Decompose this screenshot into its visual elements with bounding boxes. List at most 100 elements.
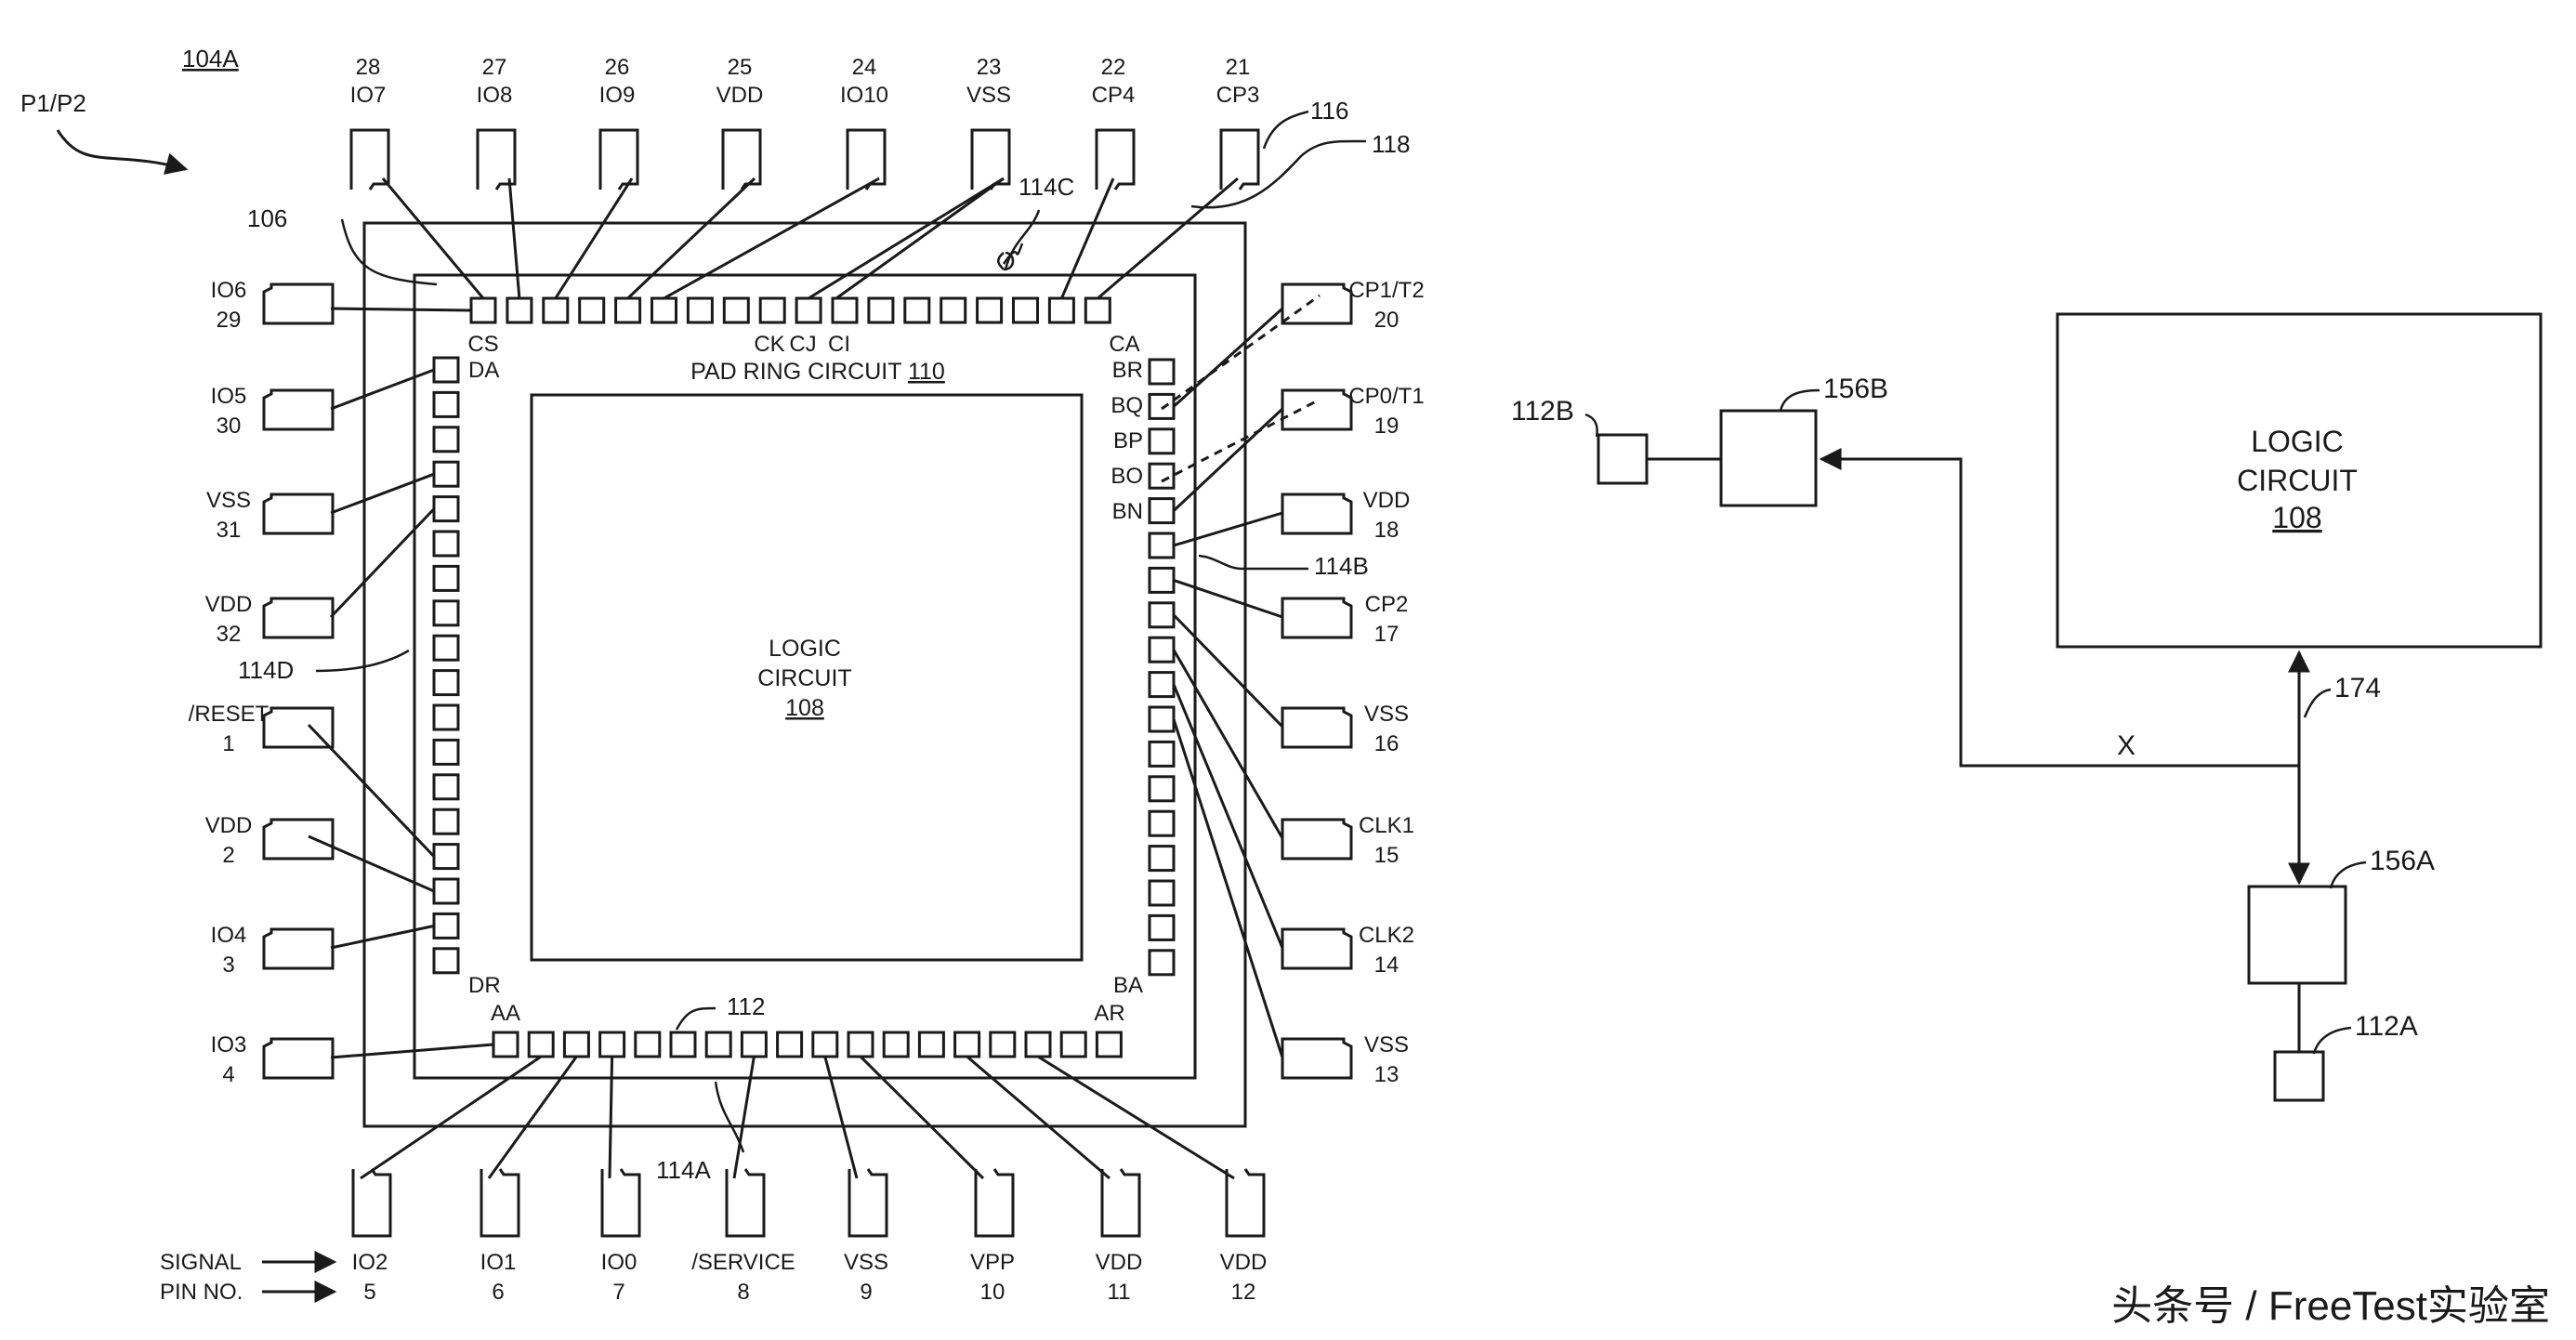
pin-bottom-name-3: /SERVICE bbox=[691, 1250, 795, 1275]
wire-bottom-6 bbox=[966, 1055, 1111, 1180]
pin-top-num-0: 28 bbox=[356, 55, 381, 80]
pin-left-2 bbox=[262, 493, 335, 535]
wire-top-6 bbox=[1060, 177, 1115, 299]
pin-bottom-num-7: 12 bbox=[1231, 1280, 1256, 1305]
pin-left-num-0: 29 bbox=[217, 308, 242, 333]
pin-left-5 bbox=[262, 818, 335, 860]
pad-left-15 bbox=[432, 877, 460, 905]
pin-bottom-4 bbox=[848, 1168, 888, 1238]
core-logic-label: LOGIC bbox=[769, 636, 841, 662]
pin-bottom-num-0: 5 bbox=[363, 1280, 375, 1305]
pad-ring-circuit-label: PAD RING CIRCUIT 110 bbox=[690, 359, 945, 385]
pad-top-5 bbox=[651, 296, 677, 324]
pad-left-1 bbox=[432, 390, 460, 418]
bond-wires bbox=[307, 177, 1284, 1180]
block-logic-label: LOGIC bbox=[2251, 425, 2344, 458]
pad-label-br: BR bbox=[1112, 358, 1143, 383]
pin-left-0 bbox=[262, 282, 335, 325]
pin-top-4 bbox=[846, 128, 887, 190]
pad-right-10 bbox=[1148, 705, 1176, 733]
pin-bottom-6 bbox=[1100, 1168, 1141, 1238]
pin-top-0 bbox=[349, 128, 390, 190]
package-outline bbox=[362, 221, 1247, 1128]
logic-circuit-core bbox=[530, 393, 1084, 962]
callout-106-leader bbox=[340, 218, 438, 286]
pad-ring-ref: 110 bbox=[908, 359, 945, 385]
pin-left-num-3: 32 bbox=[217, 622, 242, 647]
pin-bottom-7 bbox=[1225, 1168, 1266, 1238]
callout-112: 112 bbox=[727, 992, 765, 1020]
pin-right-name-0: CP1/T2 bbox=[1348, 278, 1424, 303]
pin-left-7 bbox=[262, 1037, 335, 1080]
wire-top-1 bbox=[507, 177, 521, 299]
pin-bottom-0 bbox=[351, 1168, 392, 1238]
pin-left-4 bbox=[262, 706, 335, 749]
p1p2-label: P1/P2 bbox=[20, 89, 86, 117]
pin-top-num-5: 23 bbox=[977, 55, 1002, 80]
pad-top-2 bbox=[542, 296, 570, 324]
wire-left-4 bbox=[307, 723, 436, 858]
pad-top-12 bbox=[903, 296, 931, 324]
pad-left-10 bbox=[432, 703, 460, 731]
bond-pads bbox=[432, 296, 1176, 1058]
pad-label-dr: DR bbox=[468, 973, 501, 998]
leader-112b bbox=[1584, 413, 1598, 438]
pad-left-3 bbox=[432, 460, 460, 488]
wire-left-1 bbox=[330, 368, 435, 411]
pin-right-num-5: 15 bbox=[1374, 843, 1400, 868]
pad-label-ck: CK bbox=[754, 332, 784, 357]
wire-bottom-4 bbox=[823, 1056, 859, 1179]
pad-label-ba: BA bbox=[1113, 973, 1143, 998]
p1p2-arrow bbox=[56, 129, 189, 175]
pad-right-6 bbox=[1148, 566, 1176, 594]
pad-bottom-17 bbox=[1095, 1031, 1123, 1058]
label-156a: 156A bbox=[2370, 846, 2435, 876]
core-circuit-label: CIRCUIT bbox=[757, 665, 851, 691]
pad-label-ca: CA bbox=[1109, 332, 1139, 357]
pad-bottom-10 bbox=[847, 1031, 874, 1058]
pin-right-3 bbox=[1281, 597, 1353, 639]
pad-top-17 bbox=[1084, 296, 1111, 324]
core-ref-label: 108 bbox=[785, 695, 824, 721]
pin-top-name-7: CP3 bbox=[1216, 83, 1260, 108]
pin-right-name-2: VDD bbox=[1363, 488, 1411, 513]
pad-top-7 bbox=[722, 296, 750, 324]
pad-left-12 bbox=[432, 773, 460, 801]
pad-bottom-16 bbox=[1059, 1031, 1087, 1058]
wire-bottom-0 bbox=[360, 1055, 543, 1180]
pin-top-num-2: 26 bbox=[605, 55, 630, 80]
callout-112-leader bbox=[675, 1006, 716, 1031]
pad-ring-label: PAD RING CIRCUIT bbox=[690, 359, 901, 385]
pad-right-4 bbox=[1148, 497, 1176, 525]
wire-top-2 bbox=[554, 177, 634, 299]
pin-top-5 bbox=[970, 128, 1011, 190]
callout-116-leader bbox=[1262, 110, 1309, 150]
pin-left-name-3: VDD bbox=[205, 592, 253, 617]
pad-top-10 bbox=[831, 296, 859, 324]
pin-right-num-3: 17 bbox=[1374, 622, 1400, 647]
wire-left-6 bbox=[330, 924, 435, 950]
pad-bottom-13 bbox=[953, 1031, 981, 1058]
pad-label-cj: CJ bbox=[789, 332, 816, 357]
pin-right-6 bbox=[1281, 927, 1353, 970]
wire-left-3 bbox=[329, 507, 436, 619]
pin-left-num-7: 4 bbox=[222, 1062, 234, 1087]
pin-bottom-1 bbox=[480, 1168, 520, 1238]
pin-right-5 bbox=[1281, 818, 1353, 860]
pin-top-6 bbox=[1095, 128, 1136, 190]
pin-top-num-4: 24 bbox=[852, 55, 877, 80]
bus-x-path bbox=[1819, 448, 2299, 768]
callout-116: 116 bbox=[1310, 97, 1348, 125]
wire-right-7 bbox=[1172, 718, 1284, 1058]
pad-right-14 bbox=[1148, 845, 1176, 873]
chip-figure: LOGIC CIRCUIT 108 PAD RING CIRCUIT 110 1… bbox=[20, 45, 1425, 1305]
pin-bottom-3 bbox=[725, 1168, 766, 1238]
pin-left-name-4: /RESET bbox=[189, 702, 269, 727]
block-circuit-label: CIRCUIT bbox=[2237, 464, 2358, 497]
pin-bottom-name-1: IO1 bbox=[480, 1250, 517, 1275]
leader-156b bbox=[1779, 388, 1820, 412]
label-x: X bbox=[2117, 730, 2136, 761]
dashed-link-cp1-bq bbox=[1161, 294, 1321, 411]
pin-top-name-2: IO9 bbox=[599, 83, 636, 108]
pad-left-8 bbox=[432, 634, 460, 662]
